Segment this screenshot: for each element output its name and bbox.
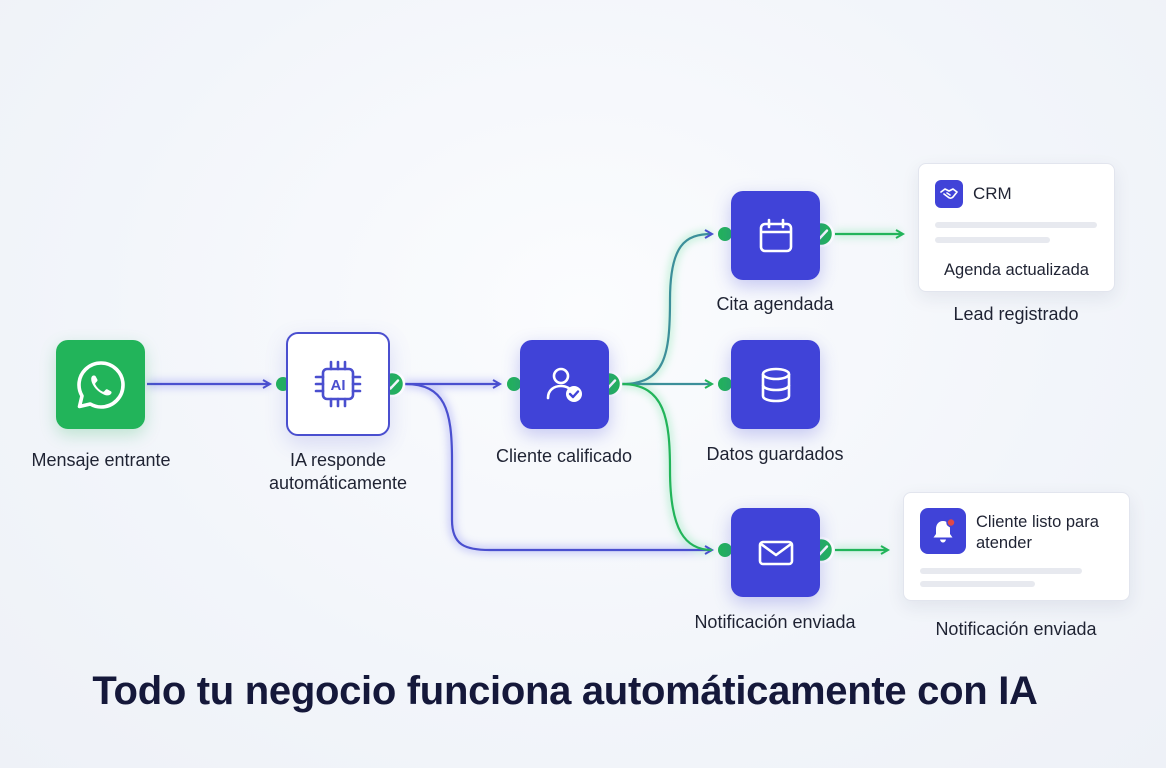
- cita-node-label: Cita agendada: [716, 294, 834, 314]
- port-dot: [718, 377, 732, 391]
- datos-node-label: Datos guardados: [706, 444, 844, 464]
- user-check-icon: [546, 367, 582, 402]
- crm-card-title: CRM: [973, 184, 1012, 203]
- crm-card: CRM Agenda actualizada: [918, 163, 1115, 292]
- handshake-icon: [940, 188, 958, 199]
- database-icon: [761, 367, 790, 402]
- crm-card-caption: Lead registrado: [953, 304, 1079, 324]
- placeholder-line: [920, 581, 1035, 587]
- ai-node-label: IA responde automáticamente: [243, 449, 433, 495]
- whatsapp-icon: [76, 360, 125, 409]
- alert-card: Cliente listo para atender: [903, 492, 1130, 601]
- calendar-icon: [759, 218, 792, 252]
- placeholder-line: [935, 237, 1050, 243]
- placeholder-line: [935, 222, 1097, 228]
- ai-node: AI: [286, 332, 390, 436]
- page-headline: Todo tu negocio funciona automáticamente…: [92, 669, 1038, 713]
- notificacion-node: [731, 508, 820, 597]
- port-dot: [718, 227, 732, 241]
- cita-node: [731, 191, 820, 280]
- alert-card-caption: Notificación enviada: [935, 619, 1097, 639]
- crm-card-footer: Agenda actualizada: [944, 261, 1089, 279]
- ai-node-label-text: IA responde automáticamente: [268, 450, 408, 493]
- ai-chip-icon: AI: [314, 360, 362, 408]
- notificacion-node-label: Notificación enviada: [694, 612, 856, 632]
- ai-chip-text: AI: [331, 377, 346, 394]
- port-dot: [718, 543, 732, 557]
- alert-badge: [920, 508, 966, 554]
- port-dot: [507, 377, 521, 391]
- mail-icon: [758, 540, 793, 565]
- whatsapp-node: [56, 340, 145, 429]
- placeholder-line: [920, 568, 1082, 574]
- datos-node: [731, 340, 820, 429]
- whatsapp-node-label: Mensaje entrante: [31, 450, 171, 470]
- crm-badge: [935, 180, 963, 208]
- bell-icon: [933, 517, 956, 543]
- cliente-node-label: Cliente calificado: [495, 446, 633, 466]
- alert-card-title: Cliente listo para atender: [976, 513, 1099, 552]
- cliente-node: [520, 340, 609, 429]
